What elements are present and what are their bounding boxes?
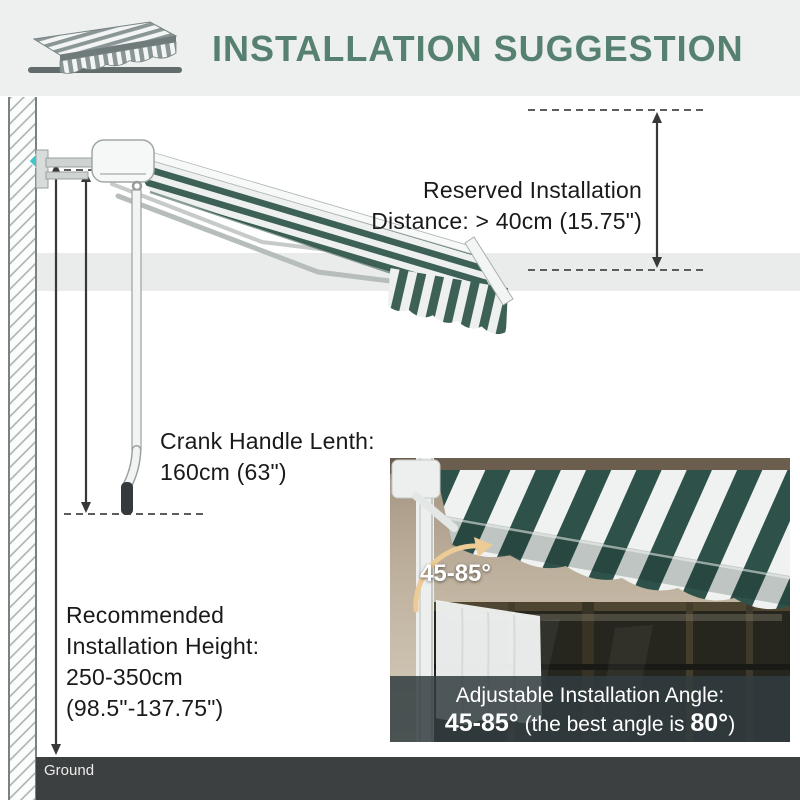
cassette xyxy=(91,139,155,183)
install-height-line2: Installation Height: xyxy=(66,633,260,659)
caption-best-angle: 80° xyxy=(690,709,729,737)
awning-graphic xyxy=(35,139,514,335)
wall-bracket xyxy=(35,149,49,189)
install-height-line4: (98.5"-137.75") xyxy=(66,695,224,721)
caption-line2: 45-85° (the best angle is 80°) xyxy=(390,709,790,739)
awning-icon xyxy=(28,21,182,74)
install-height-line3: 250-350cm xyxy=(66,664,183,690)
caption-mid-text: (the best angle is xyxy=(518,713,691,736)
install-height-line1: Recommended xyxy=(66,602,225,628)
caption-angle-range: 45-85° xyxy=(444,709,519,737)
inset-awning xyxy=(436,470,790,610)
reserved-distance-line1: Reserved Installation xyxy=(423,177,642,203)
reserved-distance-label: Reserved Installation Distance: > 40cm (… xyxy=(350,175,642,237)
crank-grip xyxy=(121,482,133,515)
header-band: INSTALLATION SUGGESTION xyxy=(0,0,800,96)
inset-caption: Adjustable Installation Angle: 45-85° (t… xyxy=(390,676,790,742)
inset-photo: 45-85° Adjustable Installation Angle: 45… xyxy=(390,458,790,742)
crank-handle-line2: 160cm (63") xyxy=(160,459,287,485)
caption-line1: Adjustable Installation Angle: xyxy=(455,684,725,707)
wall xyxy=(8,97,37,800)
awning-valance xyxy=(388,268,508,335)
install-height-label: Recommended Installation Height: 250-350… xyxy=(66,600,326,724)
angle-badge: 45-85° xyxy=(420,560,491,587)
angle-arc-arrow xyxy=(413,537,493,613)
awning-fabric xyxy=(124,146,502,310)
crank-handle-line1: Crank Handle Lenth: xyxy=(160,428,375,454)
front-bar xyxy=(464,236,514,306)
page-title: INSTALLATION SUGGESTION xyxy=(212,28,744,69)
inset-cassette xyxy=(391,459,458,532)
ground-bar xyxy=(36,757,800,800)
caption-end-text: ) xyxy=(728,713,736,736)
crank-length-arrow xyxy=(81,171,91,513)
crank-handle-graphic xyxy=(121,180,143,515)
reserved-distance-line2: Distance: > 40cm (15.75") xyxy=(371,208,642,234)
reserved-distance-arrow xyxy=(652,112,662,268)
height-arrow xyxy=(51,163,61,755)
ground-label: Ground xyxy=(44,762,95,779)
crank-handle-label: Crank Handle Lenth: 160cm (63") xyxy=(160,426,430,488)
